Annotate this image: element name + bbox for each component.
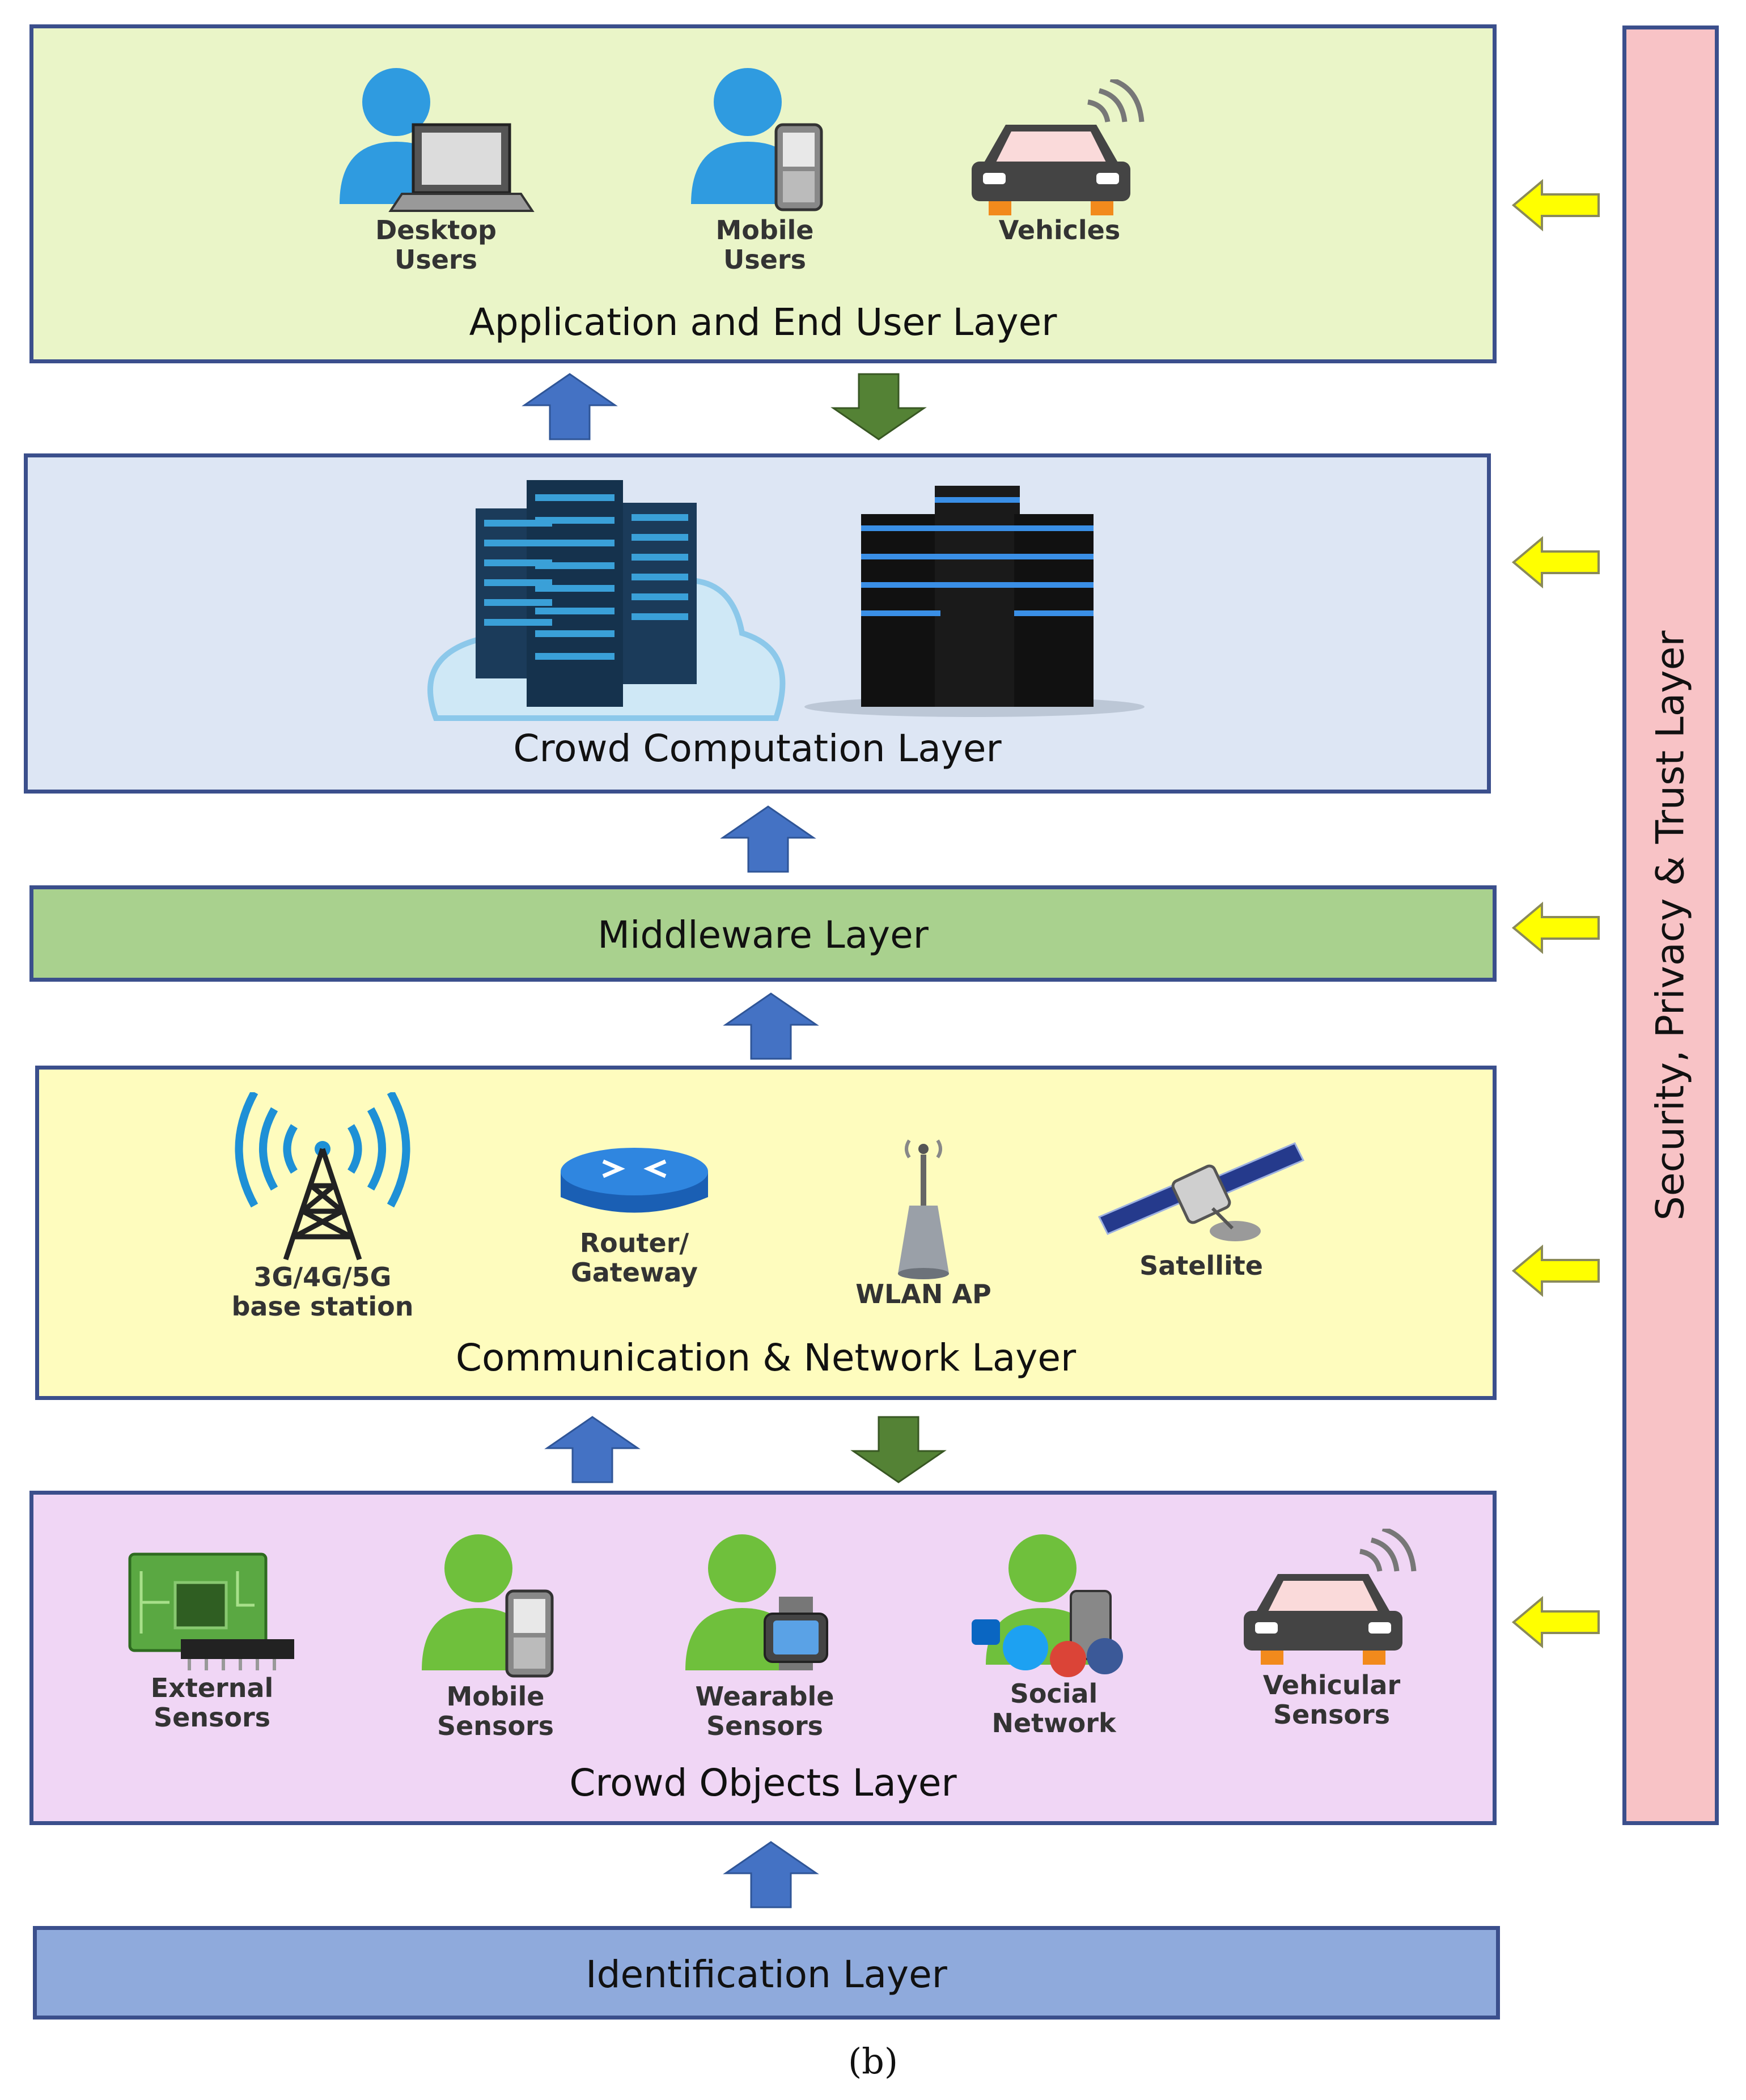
vehicular-sensors-label: Vehicular Sensors — [1262, 1670, 1401, 1730]
router-gateway-label: Router/ Gateway — [570, 1228, 698, 1288]
mobile-user-green-icon — [422, 1534, 554, 1678]
crowd-computation-layer: Crowd Computation Layer — [24, 453, 1491, 794]
car-icon — [1244, 1529, 1417, 1665]
server-rack-icon — [804, 486, 1145, 717]
arrow-down-icon — [850, 1416, 947, 1483]
wlan-ap-icon — [898, 1139, 949, 1279]
desktop-users-item: Desktop Users — [317, 62, 555, 274]
arrow-up-icon — [723, 992, 819, 1060]
arrow-up-icon — [720, 805, 816, 873]
desktop-users-label: Desktop Users — [375, 215, 497, 275]
application-end-user-layer: Desktop Users Mobile Users Vehicles Appl… — [29, 24, 1497, 363]
router-icon — [561, 1148, 708, 1213]
satellite-icon — [1097, 1142, 1305, 1241]
wearable-user-icon — [685, 1534, 828, 1670]
external-sensors-label: External Sensors — [150, 1673, 274, 1733]
mobile-sensors-item: Mobile Sensors — [402, 1529, 589, 1741]
figure-caption: (b) — [847, 2040, 899, 2082]
wlan-ap-label: WLAN AP — [855, 1279, 991, 1309]
base-station-item: 3G/4G/5G base station — [215, 1092, 430, 1321]
base-station-label: 3G/4G/5G base station — [231, 1262, 414, 1322]
satellite-label: Satellite — [1139, 1250, 1263, 1281]
router-gateway-item: Router/ Gateway — [544, 1143, 725, 1287]
social-network-label: Social Network — [991, 1678, 1116, 1738]
social-network-icon — [972, 1534, 1123, 1677]
social-network-item: Social Network — [952, 1529, 1156, 1738]
mobile-sensors-label: Mobile Sensors — [436, 1681, 554, 1741]
security-privacy-trust-layer: Security, Privacy & Trust Layer — [1622, 26, 1719, 1825]
identification-layer: Identification Layer — [33, 1926, 1500, 2020]
satellite-item: Satellite — [1088, 1132, 1315, 1280]
cloud-servers-icon — [427, 480, 786, 721]
arrow-down-icon — [830, 373, 927, 440]
vehicles-label: Vehicles — [998, 215, 1121, 245]
objects-layer-title: Crowd Objects Layer — [569, 1761, 957, 1805]
identification-layer-title: Identification Layer — [586, 1953, 947, 1996]
communication-network-layer: 3G/4G/5G base station Router/ Gateway WL… — [35, 1066, 1497, 1400]
security-layer-title: Security, Privacy & Trust Layer — [1648, 630, 1693, 1220]
mobile-users-item: Mobile Users — [657, 62, 872, 274]
middleware-layer: Middleware Layer — [29, 885, 1497, 982]
car-icon — [972, 79, 1145, 215]
arrow-left-icon — [1511, 901, 1600, 954]
wearable-sensors-label: Wearable Sensors — [695, 1681, 834, 1741]
cell-tower-icon — [235, 1092, 410, 1261]
vehicles-item: Vehicles — [952, 79, 1167, 245]
communication-layer-title: Communication & Network Layer — [455, 1336, 1077, 1380]
arrow-left-icon — [1511, 536, 1600, 589]
arrow-up-icon — [723, 1841, 819, 1908]
arrow-left-icon — [1511, 1244, 1600, 1297]
wlan-ap-item: WLAN AP — [833, 1132, 1014, 1309]
vehicular-sensors-item: Vehicular Sensors — [1224, 1529, 1439, 1729]
arrow-up-icon — [544, 1416, 641, 1483]
wearable-sensors-item: Wearable Sensors — [668, 1529, 861, 1741]
middleware-layer-title: Middleware Layer — [597, 913, 929, 957]
arrow-up-icon — [522, 373, 618, 440]
arrow-left-icon — [1511, 179, 1600, 232]
desktop-user-icon — [340, 68, 535, 212]
arrow-left-icon — [1511, 1596, 1600, 1649]
crowd-objects-layer: External Sensors Mobile Sensors Wearable… — [29, 1491, 1497, 1825]
mobile-users-label: Mobile Users — [715, 215, 814, 275]
external-sensors-item: External Sensors — [118, 1549, 306, 1732]
computation-layer-title: Crowd Computation Layer — [513, 727, 1002, 770]
application-layer-title: Application and End User Layer — [469, 300, 1057, 344]
mobile-user-icon — [691, 68, 823, 211]
circuit-board-icon — [128, 1552, 294, 1670]
